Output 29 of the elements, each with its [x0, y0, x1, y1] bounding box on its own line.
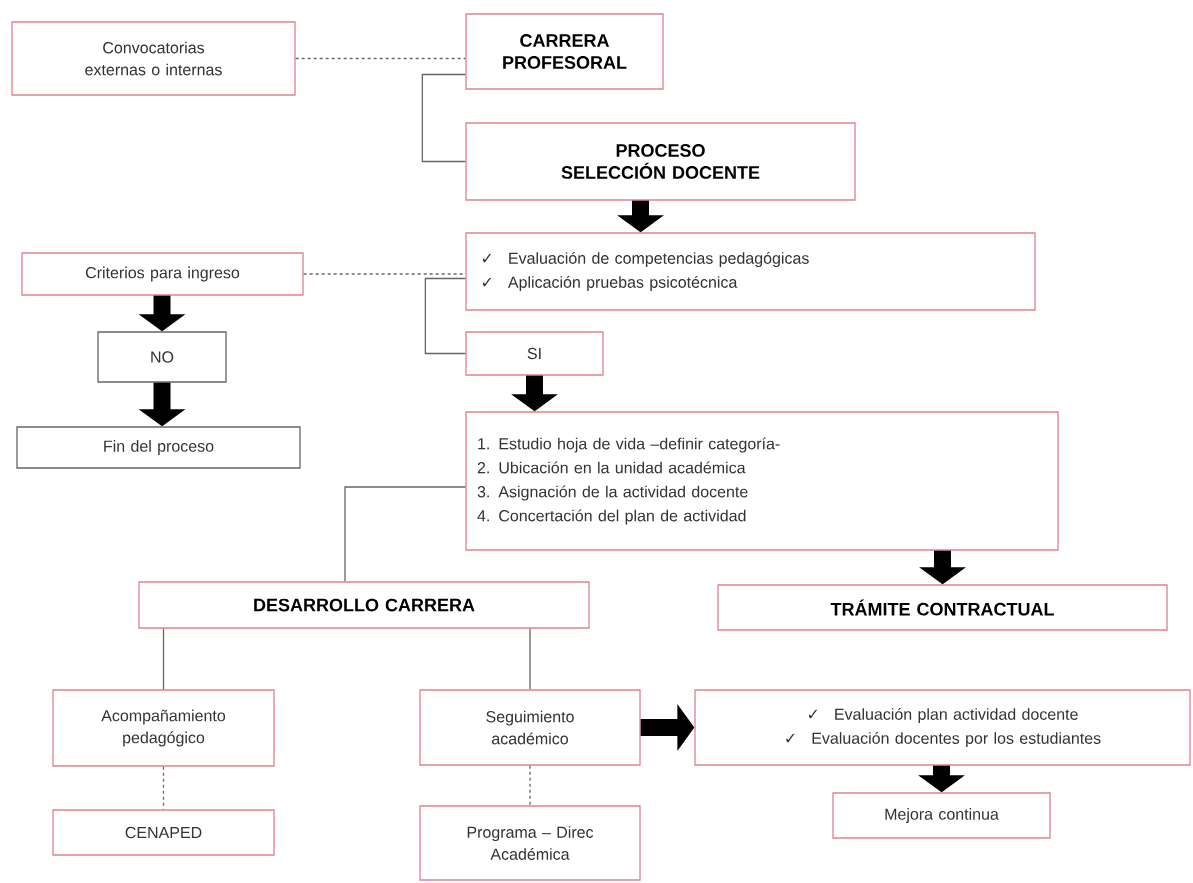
process-box: Seguimiento académico [419, 689, 641, 766]
process-box: NO [97, 331, 227, 383]
process-box: ✓ Evaluación de competencias pedagógicas ✓ Aplicación pruebas psicotécnica [465, 232, 1036, 311]
process-box: Fin del proceso [16, 426, 301, 469]
process-box: TRÁMITE CONTRACTUAL [717, 584, 1168, 631]
connector-line [344, 486, 466, 582]
dashed-line [303, 273, 466, 275]
process-box: ✓ Evaluación plan actividad docente ✓ Evaluación docentes por los estudiantes [694, 689, 1191, 766]
check-mark: ✓ [808, 709, 818, 719]
connector-line [162, 628, 165, 690]
connector-line [529, 628, 531, 690]
connector-line [421, 73, 466, 163]
process-box: Programa – Direc Académica [419, 805, 641, 881]
check-mark: ✓ [482, 277, 492, 287]
check-mark: ✓ [482, 253, 492, 263]
process-box: 1. Estudio hoja de vida –definir categoría- 2. Ubicación en la unidad académica 3. Asignación de la actividad docente 4. Concertación del plan de actividad [465, 411, 1059, 551]
process-box: CENAPED [52, 809, 275, 856]
process-box: PROCESO SELECCIÓN DOCENTE [465, 122, 856, 201]
connector-line [424, 277, 466, 355]
process-box: Convocatorias externas o internas [11, 21, 296, 96]
process-box: DESARROLLO CARRERA [138, 581, 590, 629]
dashed-line [529, 765, 531, 806]
dashed-line [295, 57, 466, 60]
process-box: SI [465, 331, 604, 376]
process-box: Acompañamiento pedagógico [52, 689, 275, 767]
check-mark: ✓ [786, 733, 795, 743]
process-box: Mejora continua [832, 792, 1051, 839]
process-box: Criterios para ingreso [21, 252, 304, 296]
process-box: CARRERA PROFESORAL [465, 13, 664, 90]
